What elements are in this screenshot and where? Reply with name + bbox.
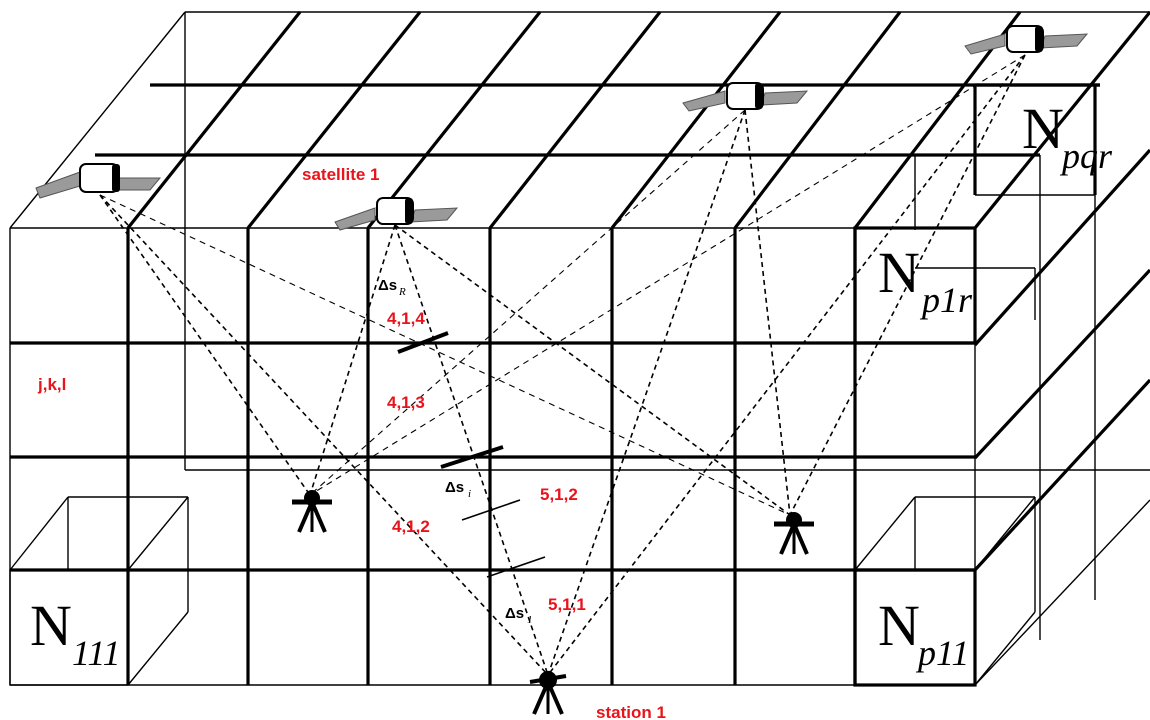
satellite-1-icon [334,197,459,231]
receiver-station-icon [774,512,814,555]
back-grid [95,11,1150,640]
node-Npqr-label: N pqr [1022,96,1113,176]
satellite-icon [682,82,809,112]
receiver-station-icon [292,490,332,533]
svg-text:N: N [878,593,920,658]
svg-text:111: 111 [72,633,121,673]
path-segment-marks [397,331,546,578]
delta-s-1-label: Δs 1 [505,605,533,626]
cell-414-label: 4,1,4 [387,309,425,328]
satellite-icon [964,25,1089,55]
svg-text:Δs: Δs [378,277,397,294]
node-Np1r-label: N p1r [878,240,973,320]
svg-text:Δs: Δs [505,605,524,622]
node-Np11-label: N p11 [878,593,969,673]
cell-412-label: 4,1,2 [392,517,430,536]
voxel-Np1r-box [853,226,1036,345]
satellite-icon [35,163,162,199]
svg-text:N: N [1022,96,1064,161]
node-N111-label: N 111 [30,593,121,673]
svg-text:Δs: Δs [445,479,464,496]
svg-text:1: 1 [527,614,533,626]
cell-511-label: 5,1,1 [548,595,586,614]
svg-text:p11: p11 [915,633,969,673]
svg-text:i: i [468,488,471,500]
station-1-label: station 1 [596,703,666,720]
svg-text:R: R [398,286,406,298]
depth-lines [9,10,1150,686]
station-1-icon [529,671,567,715]
cell-jkl-label: j,k,l [37,375,66,394]
svg-text:N: N [30,593,72,658]
svg-text:N: N [878,240,920,305]
satellite-1-label: satellite 1 [302,165,380,184]
delta-s-R-label: Δs R [378,277,406,298]
cell-413-label: 4,1,3 [387,393,425,412]
cell-512-label: 5,1,2 [540,485,578,504]
svg-text:pqr: pqr [1059,136,1113,176]
delta-s-i-label: Δs i [445,479,471,500]
voxel-N111-box [9,496,189,686]
signal-rays [99,54,1026,676]
svg-text:p1r: p1r [919,280,973,320]
voxel-Np11-box [853,496,1036,687]
